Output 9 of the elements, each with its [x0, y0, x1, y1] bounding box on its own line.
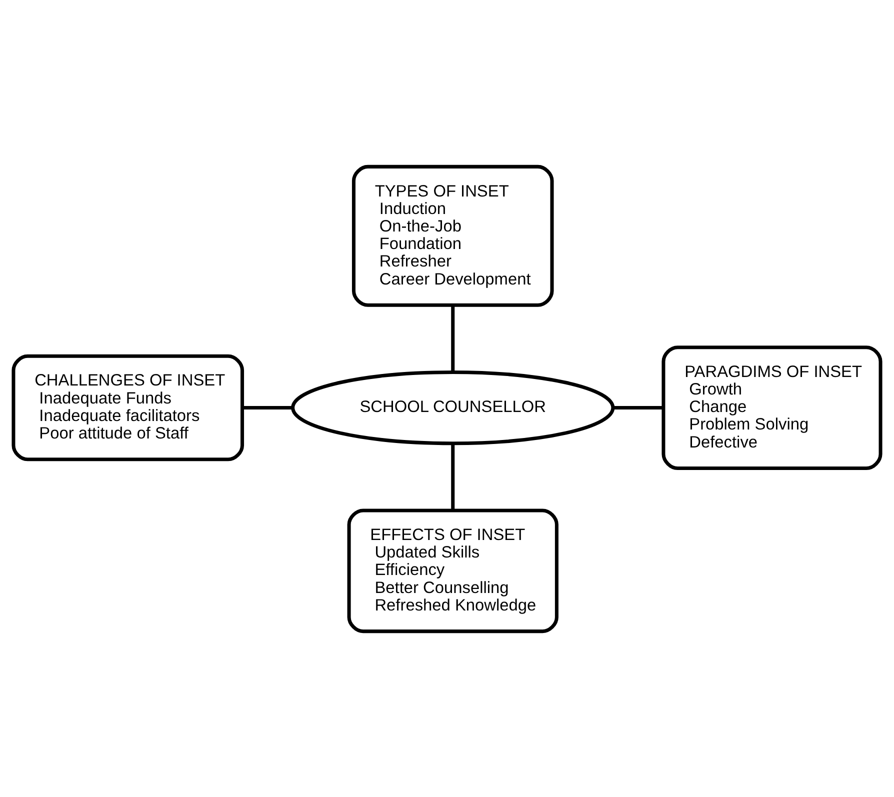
connector — [242, 406, 293, 410]
connector — [451, 443, 455, 510]
node-box: CHALLENGES OF INSET Inadequate Funds Inadequate facilitators Poor attitude of Staff — [12, 354, 244, 461]
node-box: EFFECTS OF INSET Updated Skills Efficiency Better Counselling Refreshed Knowledge — [347, 508, 558, 633]
node-box: PARAGDIMS OF INSET Growth Change Problem Solving Defective — [662, 345, 882, 470]
connector — [613, 406, 664, 410]
connector — [451, 305, 455, 372]
node-ellipse: SCHOOL COUNSELLOR — [291, 370, 615, 445]
node-box: TYPES OF INSET Induction On-the-Job Foundation Refresher Career Development — [352, 164, 554, 306]
